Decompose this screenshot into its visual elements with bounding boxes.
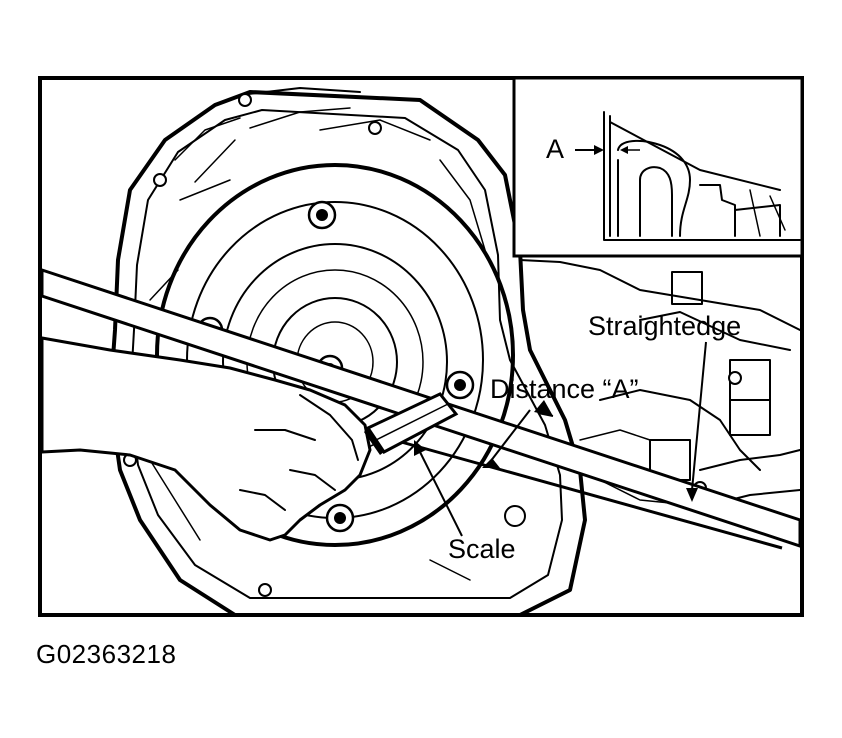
hand bbox=[40, 336, 372, 542]
stud-right bbox=[445, 370, 475, 400]
distance-arrows bbox=[482, 400, 554, 468]
inset-label-a: A bbox=[546, 134, 564, 164]
figure-id: G02363218 bbox=[36, 639, 177, 669]
inset-detail bbox=[512, 76, 804, 258]
straightedge-label: Straightedge bbox=[588, 311, 741, 341]
straightedge-leader bbox=[686, 341, 707, 502]
scale-leader bbox=[414, 440, 463, 537]
distance-label: Distance “A” bbox=[490, 374, 639, 404]
stud-bottom bbox=[325, 503, 355, 533]
inset-frame bbox=[512, 76, 804, 258]
stud-top bbox=[307, 200, 337, 230]
scale-ruler bbox=[364, 392, 459, 455]
scale-label: Scale bbox=[448, 534, 516, 564]
stud-lower-right bbox=[504, 505, 526, 527]
